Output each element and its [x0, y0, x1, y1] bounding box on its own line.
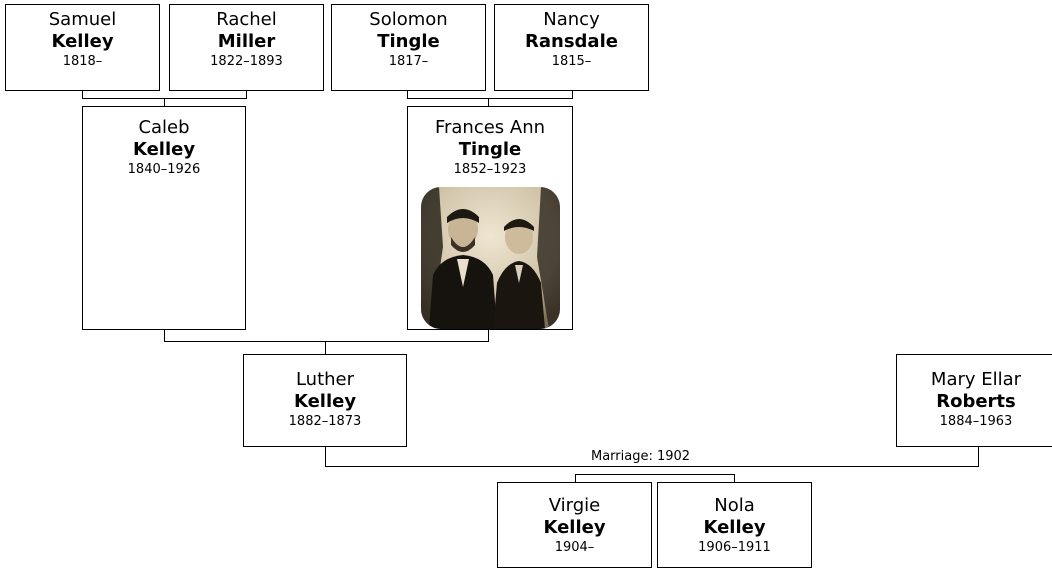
connector-line: [82, 90, 83, 99]
connector-line: [488, 98, 489, 107]
marriage-line: [325, 466, 979, 467]
last-name: Kelley: [543, 517, 606, 538]
connector-line: [246, 90, 247, 99]
last-name: Miller: [217, 31, 276, 52]
last-name: Kelley: [51, 31, 114, 52]
connector-line: [978, 446, 979, 467]
last-name: Kelley: [703, 517, 766, 538]
person-rachel-miller[interactable]: Rachel Miller 1822–1893: [169, 4, 324, 91]
connector-line: [488, 329, 489, 342]
connector-line: [407, 90, 408, 99]
connector-line: [572, 90, 573, 99]
connector-line: [325, 341, 326, 355]
last-name: Kelley: [132, 139, 196, 160]
first-name: Solomon: [369, 9, 448, 30]
life-dates: 1882–1873: [288, 414, 362, 429]
first-name: Mary Ellar: [930, 369, 1022, 390]
person-mary-roberts[interactable]: Mary Ellar Roberts 1884–1963: [896, 354, 1052, 447]
person-luther-kelley[interactable]: Luther Kelley 1882–1873: [243, 354, 407, 447]
connector-line: [165, 98, 247, 99]
person-frances-tingle[interactable]: Frances Ann Tingle 1852–1923: [407, 106, 573, 330]
life-dates: 1818–: [62, 54, 103, 69]
last-name: Roberts: [936, 391, 1016, 412]
connector-line: [164, 329, 165, 342]
connector-line: [575, 474, 576, 483]
last-name: Tingle: [458, 139, 522, 160]
connector-line: [164, 98, 165, 107]
first-name: Frances Ann: [434, 117, 546, 138]
first-name: Virgie: [548, 495, 601, 516]
connector-line: [734, 474, 735, 483]
connector-line: [575, 474, 735, 475]
life-dates: 1906–1911: [698, 540, 771, 555]
last-name: Tingle: [377, 31, 440, 52]
life-dates: 1817–: [388, 54, 429, 69]
portrait-photo: [421, 187, 560, 329]
first-name: Samuel: [48, 9, 117, 30]
person-solomon-tingle[interactable]: Solomon Tingle 1817–: [331, 4, 486, 91]
connector-line: [325, 446, 326, 467]
first-name: Rachel: [216, 9, 277, 30]
first-name: Nola: [714, 495, 755, 516]
life-dates: 1904–: [554, 540, 595, 555]
life-dates: 1884–1963: [939, 414, 1013, 429]
life-dates: 1822–1893: [210, 54, 283, 69]
person-nancy-ransdale[interactable]: Nancy Ransdale 1815–: [494, 4, 649, 91]
last-name: Kelley: [293, 391, 357, 412]
connector-line: [82, 98, 165, 99]
person-samuel-kelley[interactable]: Samuel Kelley 1818–: [5, 4, 160, 91]
connector-line: [164, 341, 489, 342]
first-name: Nancy: [543, 9, 600, 30]
life-dates: 1815–: [551, 54, 592, 69]
connector-line: [407, 98, 573, 99]
first-name: Luther: [295, 369, 355, 390]
person-caleb-kelley[interactable]: Caleb Kelley 1840–1926: [82, 106, 246, 330]
marriage-label: Marriage: 1902: [590, 449, 692, 464]
person-nola-kelley[interactable]: Nola Kelley 1906–1911: [657, 482, 812, 568]
first-name: Caleb: [138, 117, 190, 138]
last-name: Ransdale: [525, 31, 618, 52]
life-dates: 1840–1926: [127, 162, 201, 177]
portrait-photo-graphic: [421, 187, 560, 329]
person-virgie-kelley[interactable]: Virgie Kelley 1904–: [497, 482, 652, 568]
life-dates: 1852–1923: [453, 162, 527, 177]
